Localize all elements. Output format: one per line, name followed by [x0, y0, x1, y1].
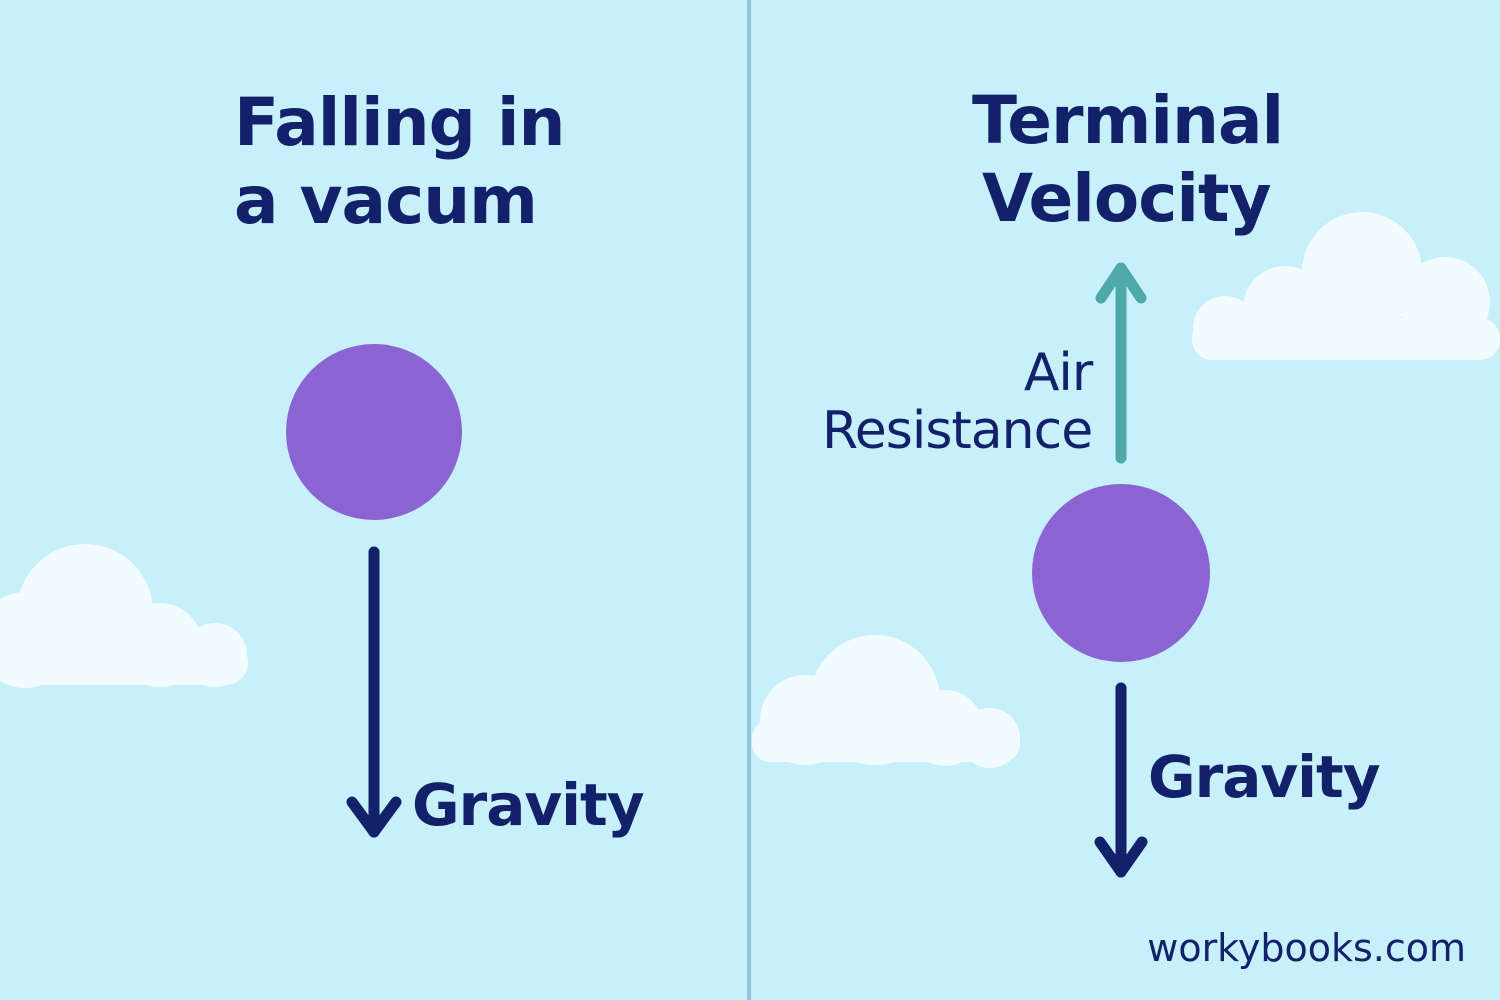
falling-ball-vacuum [286, 344, 462, 520]
left-title-line1: Falling in [234, 84, 565, 161]
left-title-line2: a vacum [234, 162, 538, 239]
air-label-line1: Air [1023, 343, 1093, 403]
watermark: workybooks.com [1147, 926, 1466, 970]
falling-ball-terminal-velocity [1032, 484, 1210, 662]
right-title-line2: Velocity [982, 160, 1272, 237]
right-title-line1: Terminal [972, 82, 1284, 159]
gravity-label-right: Gravity [1148, 743, 1381, 811]
gravity-arrow-right [1094, 682, 1148, 878]
cloud-left [0, 544, 248, 688]
air-resistance-arrow [1095, 262, 1147, 464]
gravity-arrow-left [346, 546, 402, 838]
cloud-right-middle [752, 635, 1020, 768]
air-resistance-label: Air Resistance [822, 343, 1093, 461]
left-panel-title: Falling in a vacum [234, 84, 565, 240]
gravity-label-left: Gravity [412, 771, 645, 839]
cloud-right-top [1192, 212, 1500, 360]
right-panel-title: Terminal Velocity [972, 82, 1284, 238]
air-label-line2: Resistance [822, 401, 1093, 461]
